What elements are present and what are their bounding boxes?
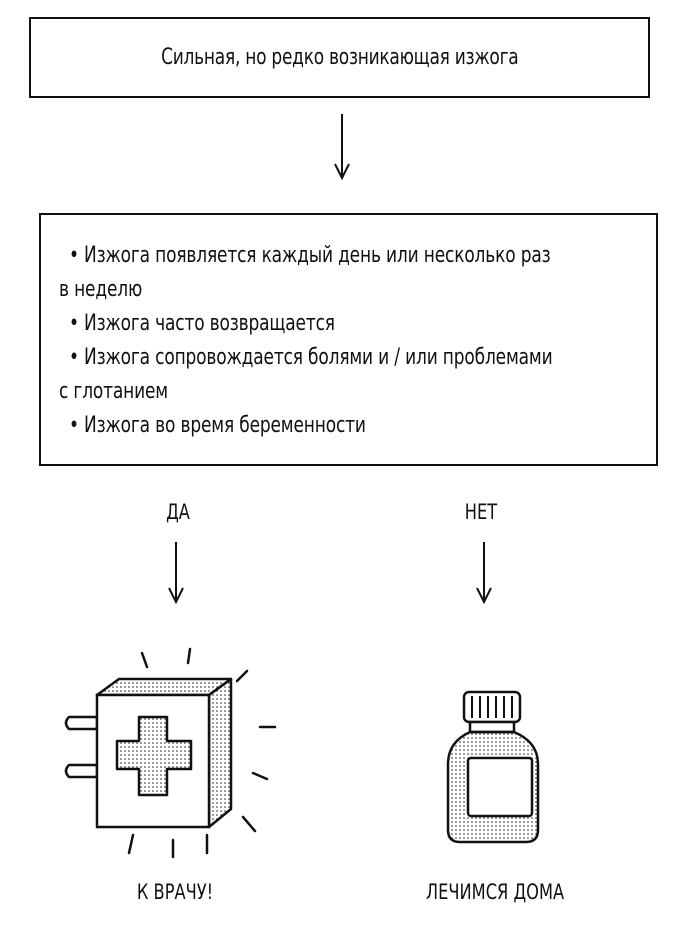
- yes-label: ДА: [166, 500, 190, 524]
- arrow-down-yes: [168, 542, 184, 605]
- medicine-bottle-icon: [446, 690, 540, 844]
- criteria-item-continued: в неделю: [59, 273, 572, 307]
- criteria-item-continued: с глотанием: [59, 375, 572, 409]
- criteria-box: •Изжога появляется каждый день или неско…: [39, 213, 658, 466]
- no-label: НЕТ: [464, 500, 498, 524]
- criteria-text: Изжога появляется каждый день или нескол…: [84, 243, 551, 268]
- bullet: •: [69, 413, 79, 438]
- criteria-item: •Изжога во время беременности: [69, 409, 574, 443]
- criteria-text: Изжога часто возвращается: [84, 311, 335, 336]
- question-text: Сильная, но редко возникающая изжога: [160, 45, 519, 70]
- bullet: •: [69, 311, 79, 336]
- criteria-item: •Изжога часто возвращается: [69, 307, 574, 341]
- criteria-item: •Изжога сопровождается болями и / или пр…: [69, 341, 574, 375]
- arrow-down-1: [334, 114, 350, 181]
- criteria-text: с глотанием: [59, 379, 168, 404]
- criteria-text: Изжога во время беременности: [84, 413, 366, 438]
- bullet: •: [69, 243, 79, 268]
- criteria-item: •Изжога появляется каждый день или неско…: [69, 239, 574, 273]
- criteria-text: Изжога сопровождается болями и / или про…: [84, 345, 553, 370]
- outcome-doctor: К ВРАЧУ!: [136, 880, 214, 904]
- bullet: •: [69, 345, 79, 370]
- first-aid-kit-icon: [64, 647, 277, 859]
- criteria-text: в неделю: [59, 277, 143, 302]
- question-box: Сильная, но редко возникающая изжога: [29, 17, 650, 98]
- outcome-home: ЛЕЧИМСЯ ДОМА: [425, 880, 565, 904]
- arrow-down-no: [476, 542, 492, 605]
